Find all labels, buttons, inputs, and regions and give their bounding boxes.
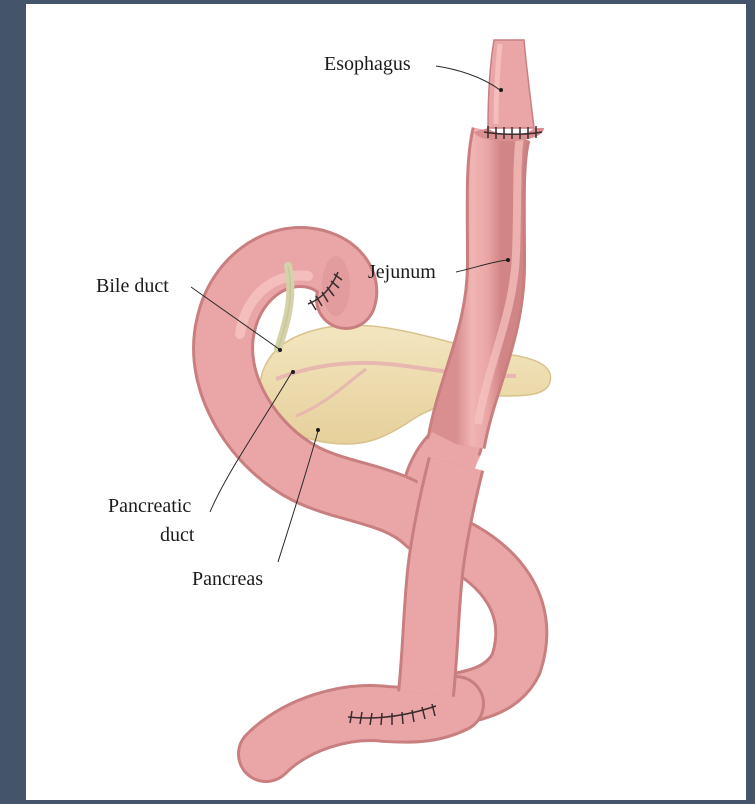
illustration-frame: Esophagus Jejunum Bile duct Pancreatic d… [26, 4, 746, 800]
anatomy-diagram: Esophagus Jejunum Bile duct Pancreatic d… [26, 4, 746, 800]
esophagus-label: Esophagus [324, 53, 411, 75]
esophagus-shape [474, 40, 544, 141]
jejunum-label: Jejunum [368, 261, 436, 283]
pancreatic-duct-label-line1: Pancreatic [108, 495, 191, 517]
bile-duct-label: Bile duct [96, 275, 169, 297]
pancreatic-duct-label-line2: duct [160, 524, 195, 546]
pancreas-label: Pancreas [192, 568, 263, 590]
